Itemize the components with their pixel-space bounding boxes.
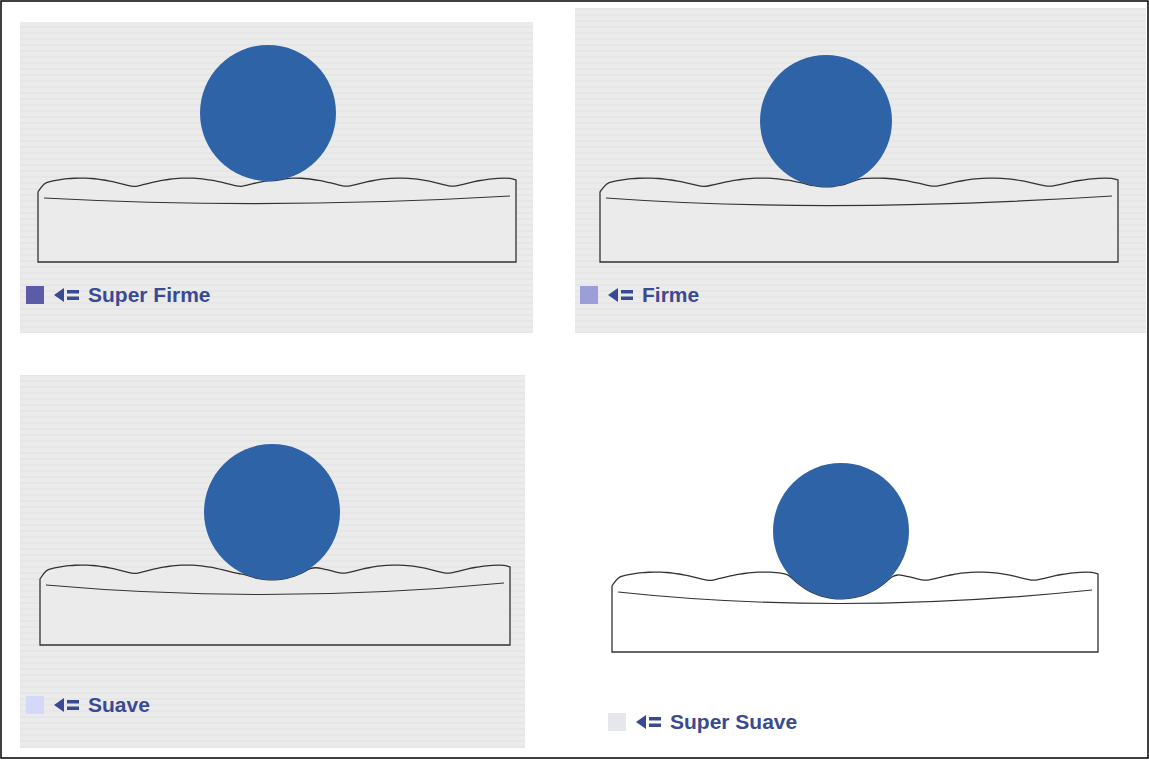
legend-swatch <box>26 696 44 714</box>
weight-ball <box>760 55 892 187</box>
legend-swatch <box>26 286 44 304</box>
mattress-outline <box>38 178 516 262</box>
legend-label: Super Suave <box>670 710 797 734</box>
weight-ball <box>773 463 909 599</box>
spring-layer-line <box>46 583 504 595</box>
legend-swatch <box>608 713 626 731</box>
legend-entry: Suave <box>26 693 150 717</box>
legend-entry: Super Firme <box>26 283 211 307</box>
panel-background <box>20 375 525 748</box>
legend-entry: Firme <box>580 283 699 307</box>
arrow-symbol <box>54 287 80 303</box>
arrow-symbol <box>54 697 80 713</box>
legend-label: Super Firme <box>88 283 211 307</box>
legend-label: Suave <box>88 693 150 717</box>
weight-ball <box>200 45 336 181</box>
panel-background <box>20 22 533 333</box>
panel-background <box>575 8 1146 333</box>
spring-layer-line <box>606 196 1112 206</box>
arrow-symbol <box>636 714 662 730</box>
spring-layer-line <box>44 196 510 204</box>
legend-label: Firme <box>642 283 699 307</box>
arrow-symbol <box>608 287 634 303</box>
weight-ball <box>204 444 340 580</box>
legend-swatch <box>580 286 598 304</box>
mattress-outline <box>600 178 1118 262</box>
legend-entry: Super Suave <box>608 710 797 734</box>
